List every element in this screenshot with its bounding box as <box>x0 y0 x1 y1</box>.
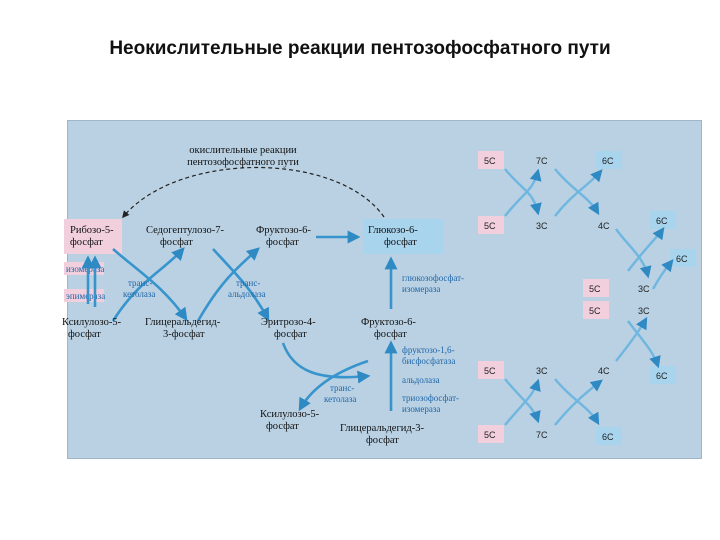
transaldolase-2: альдолаза <box>228 289 266 299</box>
transketolase-left-2: кетолаза <box>123 289 155 299</box>
gpi-label-1: глюкозофосфат- <box>402 273 464 283</box>
carbon-cross-arc <box>504 378 541 426</box>
tpi-label-2: изомераза <box>402 404 440 414</box>
xylulose-left-label-1: Ксилулозо-5- <box>62 317 122 328</box>
ribose-box <box>64 219 122 254</box>
c-row5-1: 7C <box>536 430 548 440</box>
c-box <box>583 279 609 297</box>
glyceraldehyde-bottom-label-2: фосфат <box>366 435 399 446</box>
transaldolase-arc-2 <box>212 248 270 322</box>
c-box <box>478 151 504 169</box>
ribose-label-1: Рибозо-5- <box>70 225 114 236</box>
ribose-label-2: фосфат <box>70 237 103 248</box>
c-box <box>670 249 696 267</box>
xylulose-bottom-label-1: Ксилулозо-5- <box>260 409 320 420</box>
c-row2-1: 3C <box>536 221 548 231</box>
c-row2-0: 5C <box>484 221 496 231</box>
carbon-cross-arc <box>554 378 600 426</box>
fructose6-top-label-2: фосфат <box>266 237 299 248</box>
carbon-cross-arc <box>627 320 661 369</box>
erythrose-label-1: Эритрозо-4- <box>261 317 316 328</box>
carbon-cross-arc <box>554 169 603 217</box>
isomerase-label: изомераза <box>66 264 104 274</box>
xylulose-bottom-label-2: фосфат <box>266 421 299 432</box>
c-row5-0: 5C <box>484 430 496 440</box>
glyceraldehyde-left-label-2: 3-фосфат <box>163 329 205 340</box>
transketolase-bottom-arc-1 <box>281 342 371 384</box>
transketolase-bottom-arc-2 <box>298 359 369 412</box>
carbon-cross-arc <box>504 378 541 424</box>
c-box <box>478 216 504 234</box>
glucose6-label-1: Глюкозо-6- <box>368 225 418 236</box>
fructose6-top-label-1: Фруктозо-6- <box>256 225 311 236</box>
c-box <box>478 361 504 379</box>
carbon-cross-arc <box>627 227 665 272</box>
transketolase-bottom-2: кетолаза <box>324 394 356 404</box>
c-row5-2: 6C <box>602 432 614 442</box>
oxidative-label-2: пентозофосфатного пути <box>187 157 299 168</box>
gpi-label-2: изомераза <box>402 284 440 294</box>
erythrose-label-2: фосфат <box>274 329 307 340</box>
fbpase-label-2: бисфосфатаза <box>402 356 455 366</box>
c-row4-0: 5C <box>484 366 496 376</box>
c-row2-2: 4C <box>598 221 610 231</box>
carbon-cross-arc <box>504 168 542 216</box>
c-row4-3: 6C <box>656 371 668 381</box>
aldolase-label: альдолаза <box>402 375 440 385</box>
epimerase-label: эпимераза <box>66 291 105 301</box>
glucose6-label-2: фосфат <box>384 237 417 248</box>
c-row2b: 6C <box>676 254 688 264</box>
c-box <box>596 427 622 445</box>
fructose6-mid-label-1: Фруктозо-6- <box>361 317 416 328</box>
transketolase-left-1: транс- <box>128 278 152 288</box>
xylulose-left-label-2: фосфат <box>68 329 101 340</box>
carbon-cross-arc <box>554 379 603 426</box>
carbon-cross-arc <box>504 168 542 217</box>
slide-title: Неокислительные реакции пентозофосфатног… <box>109 38 611 59</box>
c-row3b-0: 5C <box>589 306 601 316</box>
c-row1-2: 6C <box>602 156 614 166</box>
c-row4-2: 4C <box>598 366 610 376</box>
oxidative-label-1: окислительные реакции <box>189 145 297 156</box>
carbon-cross-arc <box>615 316 648 362</box>
c-row3b-1: 3C <box>638 306 650 316</box>
glyceraldehyde-bottom-label-1: Глицеральдегид-3- <box>340 423 424 434</box>
transaldolase-1: транс- <box>236 278 260 288</box>
glucose6-box <box>363 219 443 254</box>
sedo-label-1: Седогептулозо-7- <box>146 225 225 236</box>
oxidative-dashed-arc <box>122 167 385 219</box>
diagram-canvas: окислительные реакции пентозофосфатного … <box>62 145 696 446</box>
c-box <box>478 425 504 443</box>
tpi-label-1: триозофосфат- <box>402 393 459 403</box>
carbon-cross-arc <box>615 228 652 279</box>
sedo-label-2: фосфат <box>160 237 193 248</box>
transaldolase-arc-1 <box>196 247 260 322</box>
glyceraldehyde-left-label-1: Глицеральдегид- <box>145 317 221 328</box>
fructose6-mid-label-2: фосфат <box>374 329 407 340</box>
carbon-cross-arc <box>651 259 674 290</box>
c-row3-0: 5C <box>589 284 601 294</box>
c-row2-3: 6C <box>656 216 668 226</box>
c-row1-0: 5C <box>484 156 496 166</box>
c-box <box>596 151 622 169</box>
c-row4-1: 3C <box>536 366 548 376</box>
transketolase-arc-2 <box>112 248 188 322</box>
c-row3-1: 3C <box>638 284 650 294</box>
transketolase-bottom-1: транс- <box>330 383 354 393</box>
c-box <box>650 366 676 384</box>
pentose-phosphate-diagram: окислительные реакции пентозофосфатного … <box>62 120 702 459</box>
carbon-cross-arc <box>554 168 600 216</box>
c-row1-1: 7C <box>536 156 548 166</box>
fbpase-label-1: фруктозо-1,6- <box>402 345 455 355</box>
c-box <box>650 211 676 229</box>
c-box <box>583 301 609 319</box>
